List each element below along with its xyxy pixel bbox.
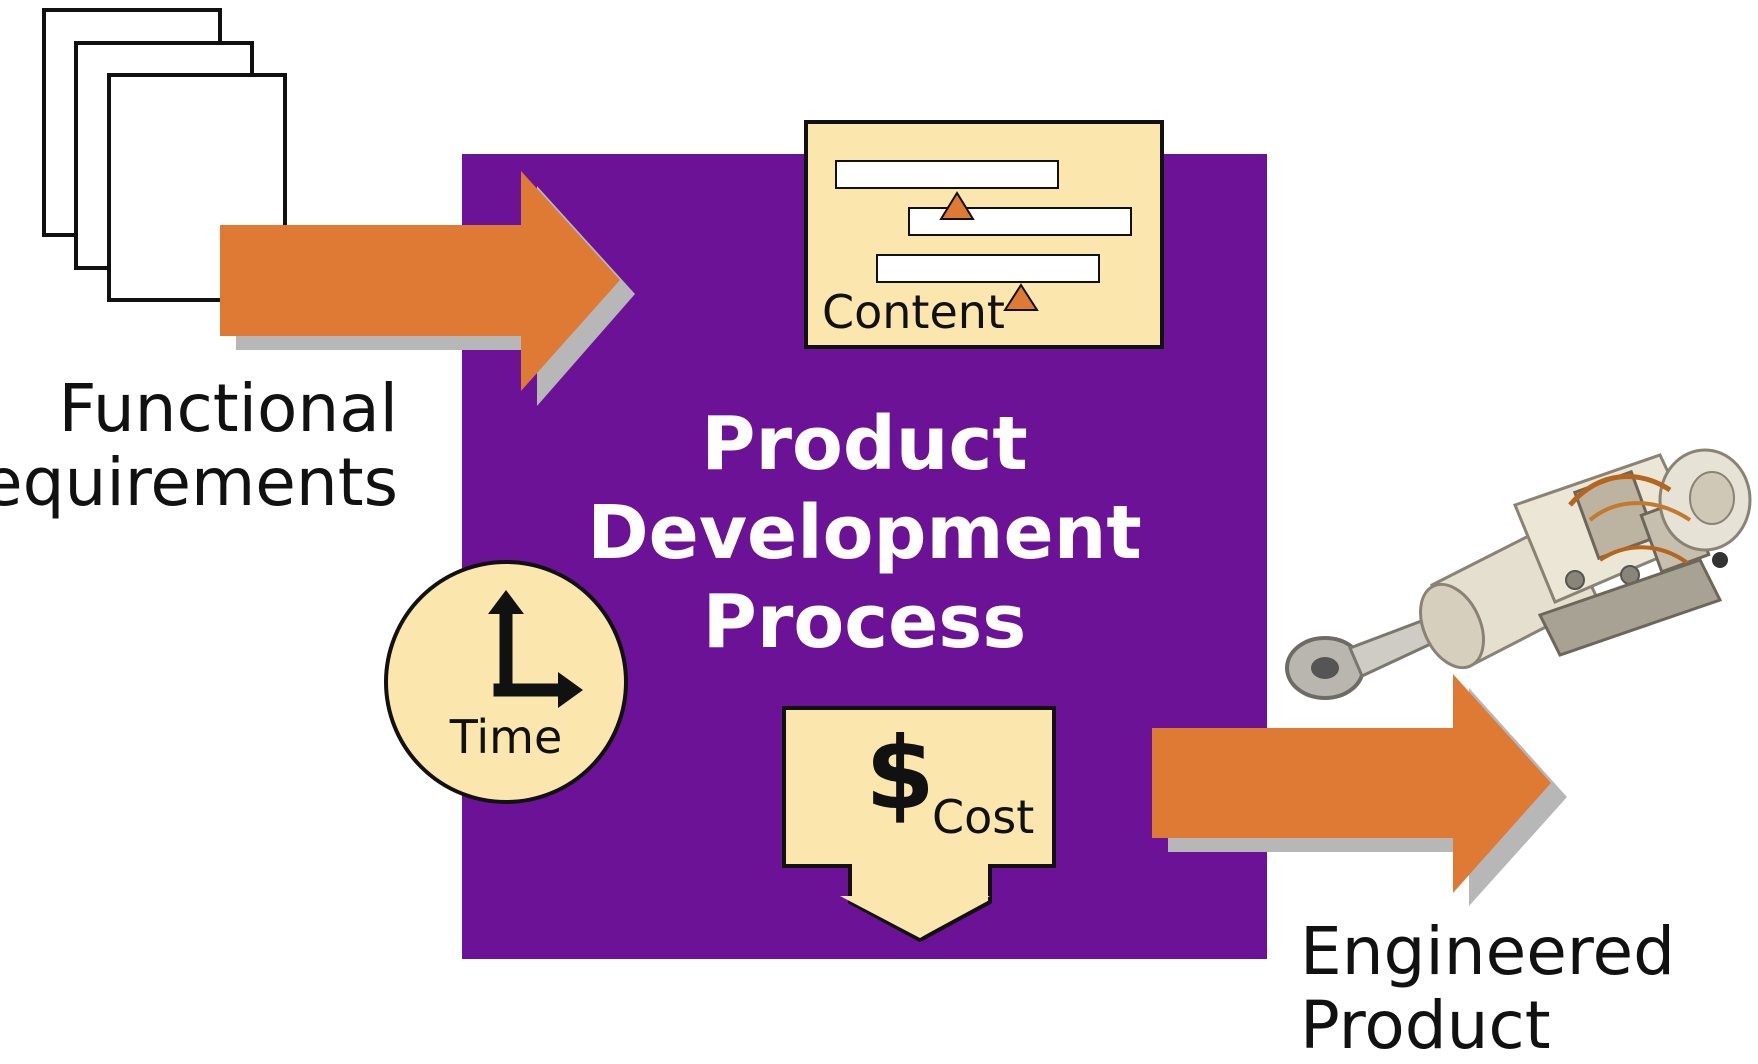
functional-requirements-label: Functional Requirements xyxy=(0,372,398,520)
document-stack-icon xyxy=(42,8,287,302)
milestone-marker xyxy=(1003,283,1039,311)
cost-label: Cost xyxy=(932,790,1034,844)
engineered-product-line1: Engineered xyxy=(1300,913,1675,990)
process-title-line1: Product xyxy=(701,401,1028,487)
clock-icon: Time xyxy=(384,560,628,804)
output-arrow xyxy=(1152,674,1567,906)
functional-requirements-line1: Functional xyxy=(58,370,398,447)
content-label: Content xyxy=(822,285,1005,339)
gantt-chart-icon xyxy=(835,160,1132,283)
input-arrow xyxy=(220,171,635,406)
milestone-marker xyxy=(939,191,975,220)
dollar-icon: $ xyxy=(865,715,935,832)
content-callout: Content xyxy=(804,120,1164,349)
actuator-product-image xyxy=(1285,448,1752,700)
process-title: Product Development Process xyxy=(462,400,1267,666)
engineered-product-line2: Product xyxy=(1300,986,1551,1064)
process-title-line3: Process xyxy=(702,578,1027,665)
functional-requirements-line2: Requirements xyxy=(0,443,398,521)
process-title-line2: Development xyxy=(587,489,1142,576)
cost-callout: $ Cost xyxy=(782,706,1056,943)
engineered-product-label: Engineered Product xyxy=(1300,915,1675,1063)
time-label: Time xyxy=(449,710,563,764)
